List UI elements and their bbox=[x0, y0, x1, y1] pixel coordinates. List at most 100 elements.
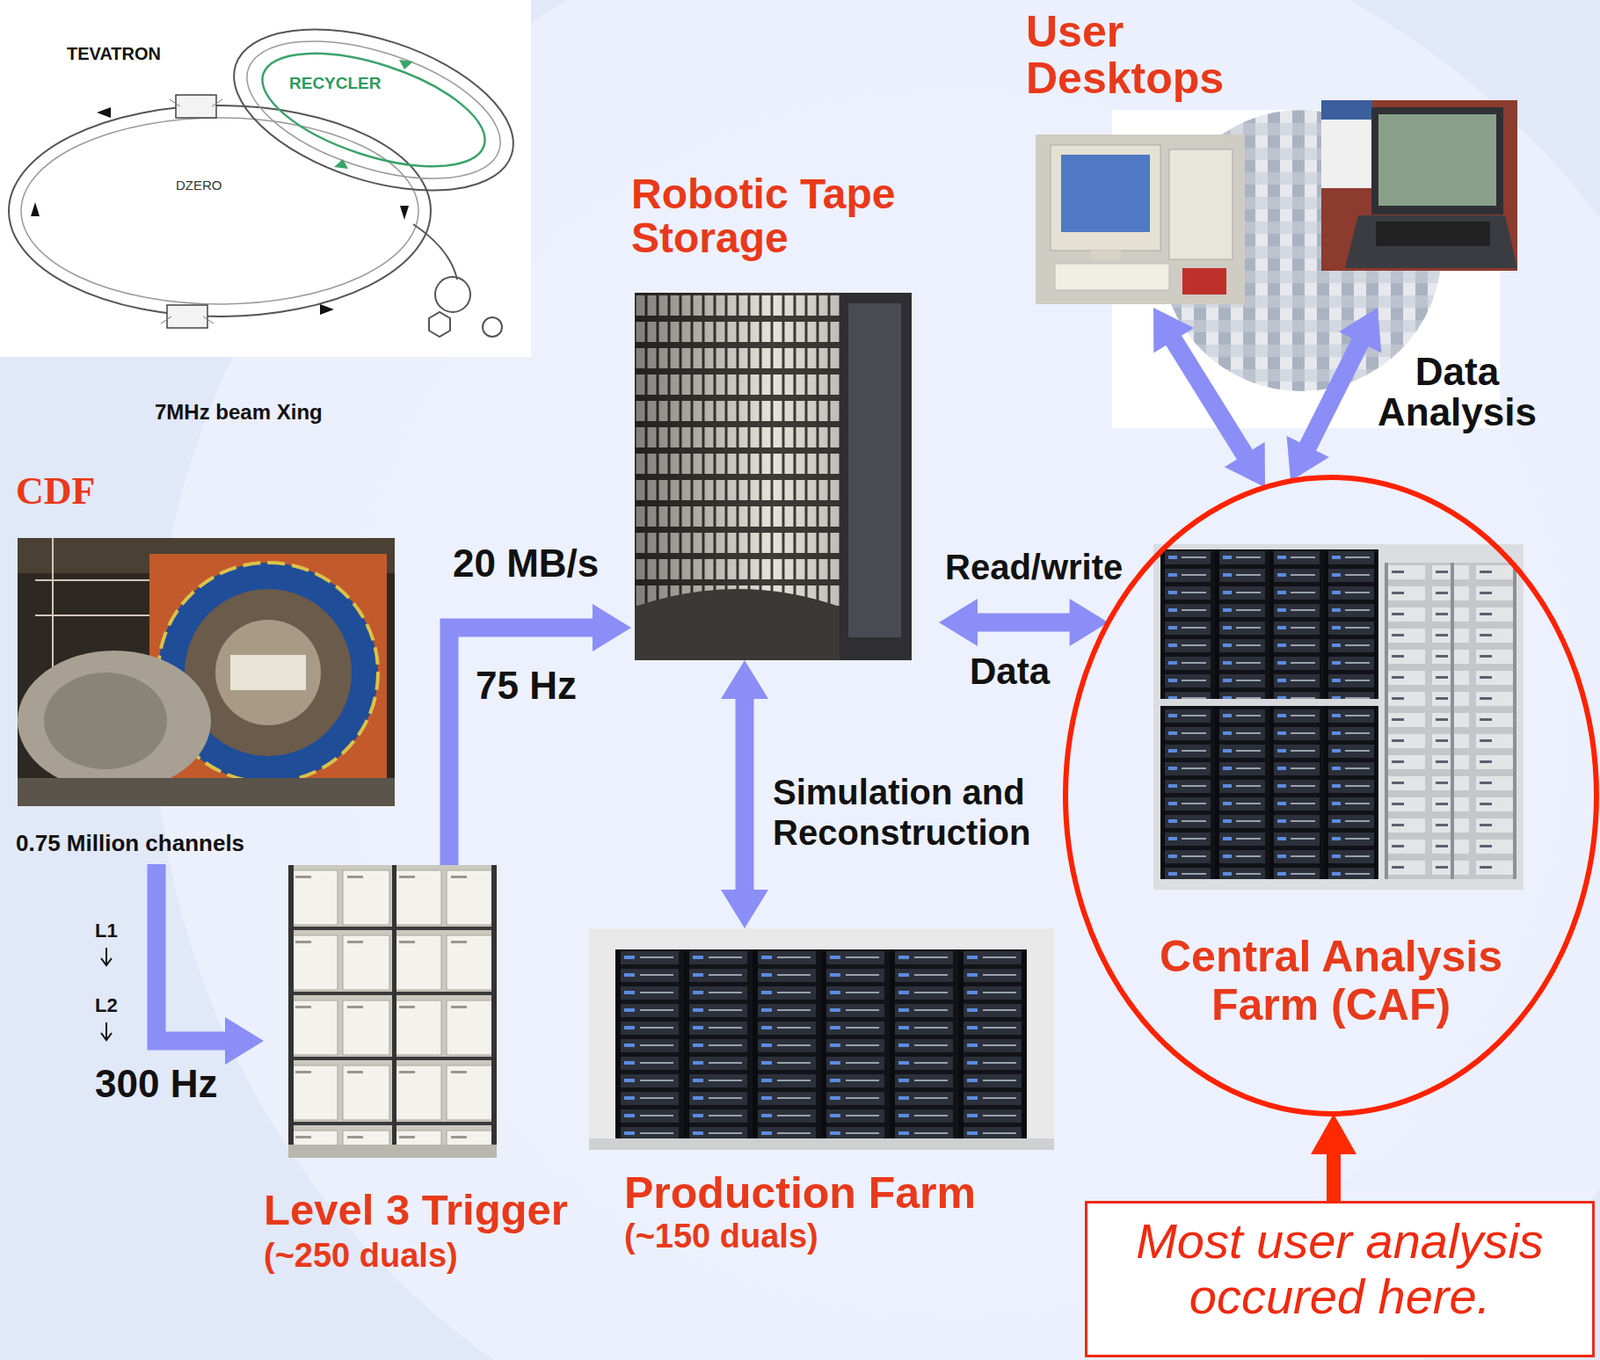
desktops-photo bbox=[1321, 100, 1373, 120]
node-heading: Production Farm bbox=[624, 1169, 1047, 1218]
edge-label: Simulation and Reconstruction bbox=[772, 771, 1055, 853]
production-rack-photo bbox=[958, 949, 964, 1139]
desktops-photo bbox=[1321, 100, 1373, 189]
callout-box: Most user analysis occured here. bbox=[1084, 1200, 1595, 1358]
connector-line bbox=[1307, 341, 1361, 449]
production-rack-photo bbox=[589, 928, 1055, 1150]
accelerator-drawing bbox=[96, 107, 111, 118]
analysis-rack-photo bbox=[1160, 549, 1379, 880]
analysis-rack-photo bbox=[1160, 698, 1379, 706]
production-rack-photo bbox=[589, 928, 1055, 1150]
trigger-rack-photo bbox=[491, 865, 497, 1158]
tape-library-photo bbox=[634, 292, 912, 661]
connector-line bbox=[1326, 1152, 1341, 1201]
annotation-label: Data bbox=[969, 650, 1050, 693]
accelerator-drawing bbox=[213, 0, 533, 222]
connector-arrow bbox=[1310, 1113, 1357, 1201]
accelerator-drawing bbox=[413, 224, 458, 280]
analysis-rack-photo bbox=[1512, 562, 1517, 880]
desktops-photo bbox=[1169, 149, 1233, 260]
production-rack-photo bbox=[1021, 949, 1027, 1139]
analysis-rack-photo bbox=[1214, 549, 1220, 880]
node-heading: Central Analysis Farm (CAF) bbox=[1128, 932, 1534, 1030]
annotation-label: TEVATRON bbox=[64, 43, 164, 65]
accelerator-drawing bbox=[21, 117, 419, 305]
node-subtext: 0.75 Million channels bbox=[15, 830, 398, 858]
accelerator-drawing bbox=[30, 202, 40, 217]
edge-label: Data Analysis bbox=[1362, 351, 1552, 433]
tape-library-photo bbox=[634, 292, 912, 661]
connector-line bbox=[449, 627, 595, 866]
connector-arrow bbox=[1153, 307, 1266, 488]
desktops-photo bbox=[1375, 221, 1491, 247]
node-subtext: (~150 duals) bbox=[624, 1218, 1047, 1256]
production-farm-node: Production Farm(~150 duals) bbox=[589, 928, 1055, 1263]
desktops-photo bbox=[1050, 145, 1161, 251]
desktops-photo bbox=[1035, 134, 1245, 305]
edge-label: 300 Hz bbox=[94, 1061, 249, 1107]
arrow-head bbox=[225, 1017, 264, 1065]
annotation-label: 75 Hz bbox=[475, 663, 577, 709]
detector-photo bbox=[17, 538, 395, 807]
analysis-rack-photo bbox=[1384, 562, 1389, 880]
production-rack-photo bbox=[821, 949, 827, 1139]
node-heading: User Desktops bbox=[1025, 8, 1290, 102]
accelerator-drawing bbox=[0, 0, 534, 357]
trigger-level-arrows bbox=[101, 947, 112, 1040]
annotation-label: L1 bbox=[94, 919, 118, 942]
node-heading: Most user analysis occured here. bbox=[1096, 1214, 1584, 1324]
arrow-head bbox=[1310, 1113, 1357, 1155]
trigger-level-arrows bbox=[101, 947, 112, 966]
accelerator-drawing bbox=[213, 0, 533, 222]
node-heading: CDF bbox=[15, 470, 192, 513]
tape-library-photo bbox=[848, 303, 902, 638]
accelerator-drawing bbox=[429, 312, 451, 337]
connector-arrow bbox=[449, 603, 632, 866]
connector-arrow bbox=[156, 864, 264, 1065]
trigger-rack-photo bbox=[288, 865, 497, 1158]
connector-arrow bbox=[720, 660, 769, 929]
accelerator-drawing bbox=[482, 317, 502, 337]
connector-line bbox=[975, 613, 1072, 633]
trigger-rack-photo bbox=[288, 865, 294, 1158]
desktops-photo bbox=[1182, 268, 1227, 295]
desktops-photo bbox=[1371, 107, 1504, 215]
trigger-level-arrows bbox=[101, 1022, 112, 1040]
desktops-photo bbox=[1090, 250, 1121, 260]
arrow-head bbox=[720, 660, 769, 699]
desktops-photo bbox=[1061, 154, 1150, 233]
desktops-photo bbox=[1321, 100, 1518, 271]
annotation-label: DZERO bbox=[173, 177, 226, 193]
analysis-farm-node: Central Analysis Farm (CAF) bbox=[1061, 473, 1600, 1118]
detector-photo bbox=[17, 650, 211, 792]
detector-photo bbox=[17, 778, 395, 807]
edge-label: 20 MB/s bbox=[452, 541, 625, 587]
accelerator-drawing bbox=[0, 0, 531, 357]
tape-library-photo bbox=[839, 292, 912, 661]
trigger-rack-photo bbox=[288, 865, 497, 1158]
tape-library-photo bbox=[634, 292, 912, 661]
arrow-head bbox=[1153, 307, 1194, 354]
accelerator-drawing bbox=[248, 30, 498, 190]
accelerator-drawing bbox=[175, 94, 217, 118]
accelerator-drawing bbox=[8, 105, 431, 317]
analysis-rack-photo bbox=[1160, 549, 1165, 880]
production-rack-photo bbox=[589, 1138, 1055, 1150]
user-desktops-node: User Desktops bbox=[1025, 8, 1521, 308]
accelerator-drawing bbox=[399, 59, 414, 70]
production-rack-photo bbox=[615, 949, 621, 1139]
analysis-rack-photo bbox=[1374, 549, 1379, 880]
accelerator-drawing bbox=[400, 205, 409, 220]
accelerator-drawing bbox=[167, 305, 208, 328]
arrow-head bbox=[1224, 442, 1266, 488]
node-heading: Level 3 Trigger bbox=[263, 1186, 586, 1235]
edge-label: Read/write bbox=[945, 546, 1135, 588]
node-subtext: (~250 duals) bbox=[263, 1237, 586, 1275]
accelerator-drawing bbox=[334, 159, 349, 169]
arrow-head bbox=[592, 603, 632, 652]
